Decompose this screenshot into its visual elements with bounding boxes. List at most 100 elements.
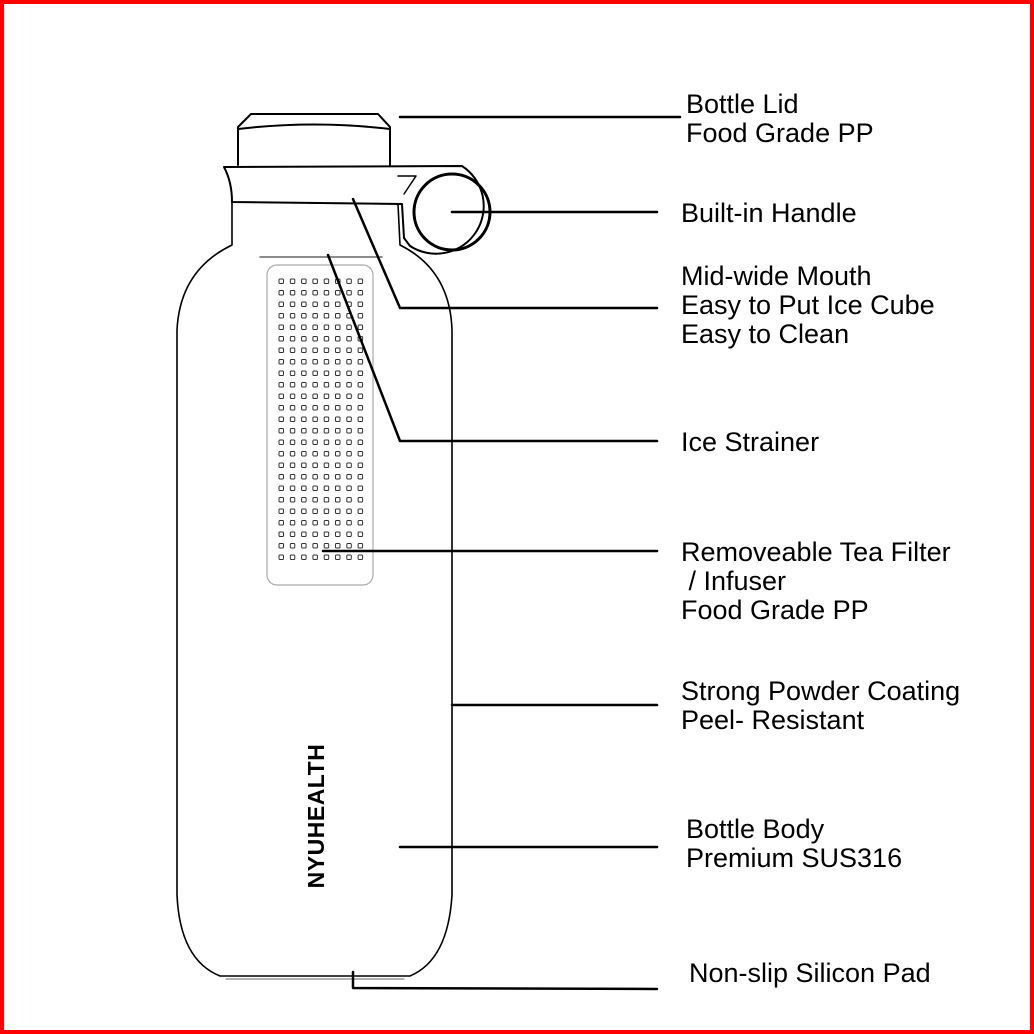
filter-hole xyxy=(335,290,341,296)
filter-hole xyxy=(312,508,318,514)
filter-hole xyxy=(346,451,352,457)
filter-hole xyxy=(312,462,318,468)
filter-hole xyxy=(323,313,330,319)
filter-hole xyxy=(301,313,307,319)
filter-hole xyxy=(289,382,296,388)
filter-hole xyxy=(323,370,330,376)
filter-hole xyxy=(323,520,330,526)
filter-hole xyxy=(357,474,364,480)
filter-hole xyxy=(278,554,284,560)
filter-hole xyxy=(323,485,330,491)
filter-hole xyxy=(278,439,284,445)
filter-hole xyxy=(357,290,364,296)
filter-hole xyxy=(335,474,341,480)
filter-hole xyxy=(301,474,307,480)
filter-hole xyxy=(278,462,284,468)
filter-hole xyxy=(346,554,352,560)
filter-hole xyxy=(289,336,296,342)
filter-hole xyxy=(346,416,352,422)
filter-hole xyxy=(335,405,341,411)
filter-hole xyxy=(312,497,318,503)
filter-hole xyxy=(357,554,364,560)
filter-hole xyxy=(357,497,364,503)
filter-hole xyxy=(278,347,284,353)
filter-hole xyxy=(301,543,307,549)
filter-hole xyxy=(301,531,307,537)
filter-hole xyxy=(301,462,307,468)
filter-hole xyxy=(335,497,341,503)
label-body-2: Premium SUS316 xyxy=(686,843,902,873)
filter-hole xyxy=(278,359,284,365)
bottle-body xyxy=(176,201,453,977)
leader-strainer xyxy=(326,253,659,443)
label-handle: Built-in Handle xyxy=(681,198,857,228)
filter-hole xyxy=(357,531,364,537)
filter-hole xyxy=(312,382,318,388)
filter-hole xyxy=(346,474,352,480)
filter-hole xyxy=(289,370,296,376)
filter-hole xyxy=(346,531,352,537)
filter-hole xyxy=(289,313,296,319)
filter-hole xyxy=(357,393,364,399)
filter-hole xyxy=(323,497,330,503)
filter-hole xyxy=(301,428,307,434)
filter-hole xyxy=(289,497,296,503)
filter-hole xyxy=(289,543,296,549)
filter-hole xyxy=(278,336,284,342)
tea-filter xyxy=(266,264,374,586)
label-pad: Non-slip Silicon Pad xyxy=(689,958,931,988)
filter-hole xyxy=(301,359,307,365)
filter-hole xyxy=(312,278,318,284)
filter-hole xyxy=(335,554,341,560)
filter-hole xyxy=(289,451,296,457)
filter-hole xyxy=(335,382,341,388)
filter-hole xyxy=(301,290,307,296)
filter-hole xyxy=(278,393,284,399)
filter-hole xyxy=(323,393,330,399)
filter-hole xyxy=(323,554,330,560)
filter-hole xyxy=(357,439,364,445)
filter-hole xyxy=(357,405,364,411)
filter-hole xyxy=(301,347,307,353)
filter-hole xyxy=(312,416,318,422)
filter-hole xyxy=(278,313,284,319)
filter-hole xyxy=(289,278,296,284)
filter-hole xyxy=(301,370,307,376)
filter-hole xyxy=(335,393,341,399)
filter-hole xyxy=(357,428,364,434)
filter-hole xyxy=(301,520,307,526)
filter-hole xyxy=(357,508,364,514)
filter-hole xyxy=(312,370,318,376)
filter-hole xyxy=(312,290,318,296)
label-mouth-2: Easy to Put Ice Cube xyxy=(681,290,935,320)
filter-hole xyxy=(312,485,318,491)
filter-hole xyxy=(323,462,330,468)
filter-hole xyxy=(312,451,318,457)
filter-hole xyxy=(278,428,284,434)
filter-hole xyxy=(312,543,318,549)
brand-logo: NYUHEALTH xyxy=(303,744,329,889)
filter-hole xyxy=(289,301,296,307)
filter-hole xyxy=(346,405,352,411)
filter-hole xyxy=(335,301,341,307)
filter-hole xyxy=(312,359,318,365)
filter-hole xyxy=(323,324,330,330)
label-strainer: Ice Strainer xyxy=(681,427,819,457)
filter-hole xyxy=(301,451,307,457)
filter-hole xyxy=(301,554,307,560)
filter-hole xyxy=(346,543,352,549)
filter-hole xyxy=(312,301,318,307)
filter-hole xyxy=(312,520,318,526)
filter-hole xyxy=(278,416,284,422)
filter-hole xyxy=(301,405,307,411)
filter-hole xyxy=(323,347,330,353)
filter-hole xyxy=(346,290,352,296)
filter-hole xyxy=(335,324,341,330)
filter-hole xyxy=(346,428,352,434)
filter-hole xyxy=(323,474,330,480)
filter-hole xyxy=(357,485,364,491)
filter-hole xyxy=(323,531,330,537)
filter-hole xyxy=(289,359,296,365)
filter-hole xyxy=(323,543,330,549)
leader-mouth xyxy=(351,197,659,310)
